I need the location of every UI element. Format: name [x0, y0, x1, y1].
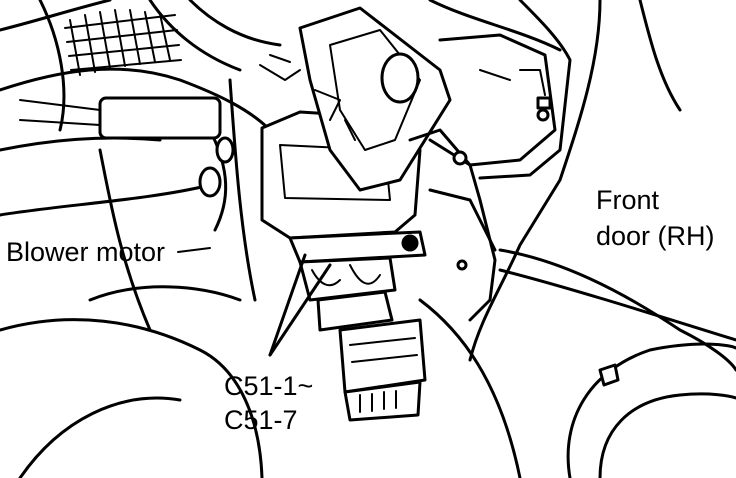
front-door-label-line2: door (RH): [596, 221, 715, 251]
control-module: [259, 6, 452, 240]
body-pillar: [408, 0, 736, 478]
dashboard-structure: [0, 0, 282, 478]
blower-motor-label: Blower motor: [6, 237, 166, 267]
front-door-outline: [566, 0, 736, 478]
leader-lines: [177, 247, 332, 357]
connector-label-line2: C51-7: [224, 405, 298, 435]
connector-cluster: [288, 230, 427, 422]
connector-label-line1: C51-1~: [224, 371, 314, 401]
front-door-label-line1: Front: [596, 185, 660, 215]
